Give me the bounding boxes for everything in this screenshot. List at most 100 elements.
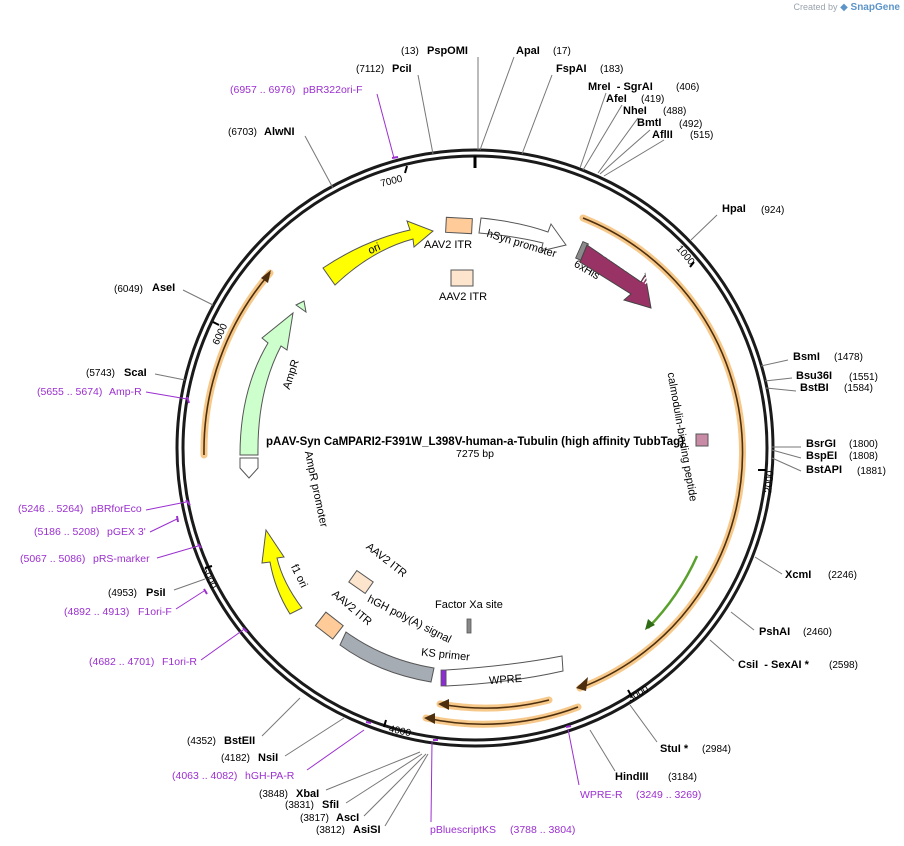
asei-label[interactable]: AseI (152, 282, 175, 294)
sfii-label[interactable]: SfiI (322, 799, 339, 811)
bsmi-label[interactable]: BsmI (793, 351, 820, 363)
bstbi-label[interactable]: BstBI (800, 382, 829, 394)
stui-connector (629, 704, 658, 743)
f1ori-f-mark (203, 588, 208, 595)
csii-sexai-pos: (2598) (829, 660, 858, 671)
pcii-label[interactable]: PciI (392, 63, 412, 75)
brand-name: SnapGene (850, 2, 900, 13)
mrei-sgrai-pos: (406) (676, 82, 699, 93)
f1ori-r-mark (242, 627, 248, 633)
bsteii-pos: (4352) (187, 736, 216, 747)
xbai-label[interactable]: XbaI (296, 788, 319, 800)
pgex3-label[interactable]: pGEX 3' (107, 526, 146, 538)
psii-label[interactable]: PsiI (146, 587, 166, 599)
cbp-tag-feature[interactable] (695, 433, 709, 447)
bmti-label[interactable]: BmtI (637, 117, 661, 129)
prs-marker-connector (156, 545, 199, 559)
nhei-label[interactable]: NheI (623, 105, 647, 117)
alwni-connector (304, 135, 334, 189)
apai-pos: (17) (553, 46, 571, 57)
bsu36i-label[interactable]: Bsu36I (796, 370, 832, 382)
bspei-label[interactable]: BspEI (806, 450, 837, 462)
wpre-r-label[interactable]: WPRE-R (580, 789, 623, 801)
bsu36i-pos: (1551) (849, 372, 878, 383)
afei-label[interactable]: AfeI (606, 93, 627, 105)
f1-ori-feature[interactable] (261, 528, 303, 615)
fspai-label[interactable]: FspAI (556, 63, 587, 75)
hgh-pa-r-mark (365, 721, 372, 724)
asisi-label[interactable]: AsiSI (353, 824, 381, 836)
ampr-orf-arrowhead (261, 270, 271, 283)
ks-primer-feature[interactable] (440, 669, 447, 687)
bsrgi-pos: (1800) (849, 439, 878, 450)
backbone-outer-ring (175, 148, 775, 748)
wpre-feature[interactable] (445, 655, 564, 687)
asci-label[interactable]: AscI (336, 812, 359, 824)
f1ori-f-range: (4892 .. 4913) (64, 606, 129, 618)
hgh-pa-r-label[interactable]: hGH-PA-R (245, 770, 295, 782)
hpai-label[interactable]: HpaI (722, 203, 746, 215)
ori-feature[interactable] (322, 220, 434, 286)
pgex3-mark (176, 515, 179, 523)
afei-pos: (419) (641, 94, 664, 105)
aav2-itr-top-feature[interactable] (445, 216, 473, 235)
hindiii-connector (589, 729, 616, 772)
brand-prefix: Created by (793, 2, 838, 12)
bstbi-pos: (1584) (844, 383, 873, 394)
bmti-connector (599, 129, 651, 175)
bsrgi-label[interactable]: BsrGI (806, 438, 836, 450)
snapgene-brand: Created by ◆ SnapGene (794, 2, 900, 13)
pbrforeco-connector (145, 501, 187, 511)
asisi-pos: (3812) (316, 825, 345, 836)
nsii-label[interactable]: NsiI (258, 752, 278, 764)
ori-label: ori (366, 241, 382, 257)
pbluescriptks-label[interactable]: pBluescriptKS (430, 824, 496, 836)
csii-sexai-label[interactable]: CsiI - SexAI * (738, 659, 810, 671)
ampr-feature[interactable] (239, 311, 294, 456)
orf-arrowhead-3 (424, 713, 435, 724)
pbr322ori-f-label[interactable]: pBR322ori-F (303, 84, 363, 96)
f1ori-f-label[interactable]: F1ori-F (138, 606, 172, 618)
alwni-label[interactable]: AlwNI (264, 126, 295, 138)
hindiii-label[interactable]: HindIII (615, 771, 649, 783)
factor-xa-label: Factor Xa site (435, 599, 503, 611)
pbr322ori-f-mark (391, 156, 399, 159)
calmodulin-feature[interactable] (579, 244, 652, 309)
pspomi-label[interactable]: PspOMI (427, 45, 468, 57)
xcmi-label[interactable]: XcmI (785, 569, 811, 581)
bstapi-connector (771, 457, 802, 472)
scai-pos: (5743) (86, 368, 115, 379)
bstapi-label[interactable]: BstAPI (806, 464, 842, 476)
nsii-connector (284, 717, 345, 757)
stui-label[interactable]: StuI * (660, 743, 689, 755)
hsyn-promoter-feature[interactable] (478, 217, 567, 252)
factor-xa-feature[interactable] (466, 618, 472, 634)
tick-7000 (404, 165, 408, 174)
hgh-pa-r-connector (306, 729, 365, 771)
aav2-itr-inner-feature[interactable] (450, 269, 474, 287)
aflii-pos: (515) (690, 130, 713, 141)
amp-r-label[interactable]: Amp-R (109, 386, 142, 398)
bsteii-label[interactable]: BstEII (224, 735, 255, 747)
pbrforeco-label[interactable]: pBRforEco (91, 503, 142, 515)
pshai-label[interactable]: PshAI (759, 626, 790, 638)
bspei-pos: (1808) (849, 451, 878, 462)
scai-label[interactable]: ScaI (124, 367, 147, 379)
aav2-itr-bottom-feature[interactable] (314, 611, 344, 640)
bsteii-connector (261, 697, 301, 737)
aav2-itr-inner-label: AAV2 ITR (439, 291, 487, 303)
mrei-sgrai-label[interactable]: MreI - SgrAI (588, 81, 653, 93)
ampr-promoter-feature[interactable] (239, 457, 259, 479)
hgh-polya-feature[interactable] (339, 631, 435, 683)
apai-label[interactable]: ApaI (516, 45, 540, 57)
f1ori-r-label[interactable]: F1ori-R (162, 656, 197, 668)
aflii-label[interactable]: AflII (652, 129, 673, 141)
prs-marker-mark (197, 543, 202, 549)
prs-marker-label[interactable]: pRS-marker (93, 553, 150, 565)
amp-r-range: (5655 .. 5674) (37, 386, 102, 398)
pbr322ori-f-range: (6957 .. 6976) (230, 84, 295, 96)
aav2-itr-bottom-inner-feature[interactable] (348, 569, 374, 595)
asci-pos: (3817) (300, 813, 329, 824)
hindiii-pos: (3184) (668, 772, 697, 783)
cds-highlights (200, 214, 747, 728)
